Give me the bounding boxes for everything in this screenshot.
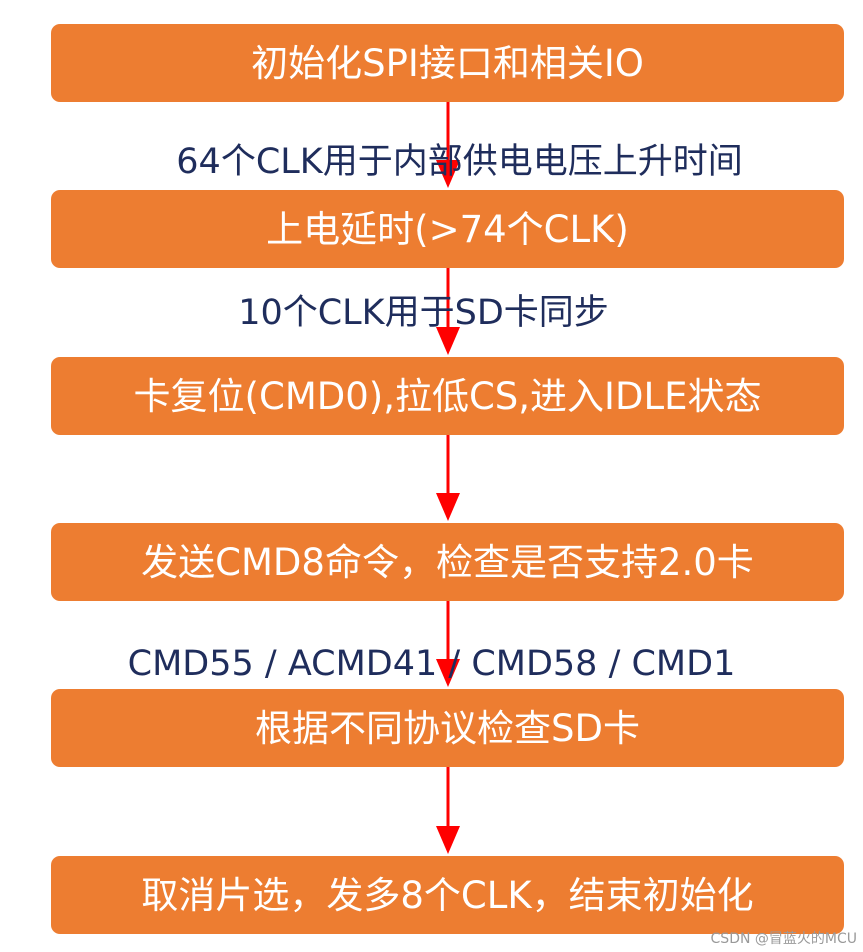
arrow-step2-to-step3-head — [436, 327, 460, 355]
arrow-step5-to-step6-head — [436, 826, 460, 854]
arrow-step1-to-step2-head — [436, 160, 460, 188]
arrow-step3-to-step4 — [436, 435, 460, 521]
edge-label-commands: CMD55 / ACMD41 / CMD58 / CMD1 — [0, 647, 863, 682]
step-power-delay: 上电延时(>74个CLK) — [51, 190, 844, 268]
arrow-step1-to-step2 — [436, 102, 460, 188]
arrow-step4-to-step5-head — [436, 659, 460, 687]
arrow-step4-to-step5 — [436, 601, 460, 687]
step-send-cmd8: 发送CMD8命令，检查是否支持2.0卡 — [51, 523, 844, 601]
step-power-delay-label: 上电延时(>74个CLK) — [266, 207, 629, 251]
step-card-reset-label: 卡复位(CMD0),拉低CS,进入IDLE状态 — [133, 374, 762, 418]
step-card-reset: 卡复位(CMD0),拉低CS,进入IDLE状态 — [51, 357, 844, 435]
edge-label-sd-sync-text: 10个CLK用于SD卡同步 — [238, 293, 609, 333]
step-init-spi-io-label: 初始化SPI接口和相关IO — [251, 41, 644, 85]
step-send-cmd8-label: 发送CMD8命令，检查是否支持2.0卡 — [141, 540, 754, 584]
watermark: CSDN @冒蓝火的MCU — [710, 931, 857, 947]
step-finish-init-label: 取消片选，发多8个CLK，结束初始化 — [141, 873, 754, 917]
arrow-step5-to-step6 — [436, 767, 460, 854]
step-check-protocol: 根据不同协议检查SD卡 — [51, 689, 844, 767]
step-check-protocol-label: 根据不同协议检查SD卡 — [255, 706, 640, 750]
edge-label-power-ramp-text: 64个CLK用于内部供电电压上升时间 — [176, 142, 743, 182]
edge-label-sd-sync: 10个CLK用于SD卡同步 — [0, 296, 855, 331]
step-init-spi-io: 初始化SPI接口和相关IO — [51, 24, 844, 102]
step-finish-init: 取消片选，发多8个CLK，结束初始化 — [51, 856, 844, 934]
edge-label-power-ramp: 64个CLK用于内部供电电压上升时间 — [28, 145, 863, 180]
arrow-step3-to-step4-head — [436, 493, 460, 521]
arrow-step2-to-step3 — [436, 268, 460, 355]
edge-label-commands-text: CMD55 / ACMD41 / CMD58 / CMD1 — [127, 644, 736, 684]
